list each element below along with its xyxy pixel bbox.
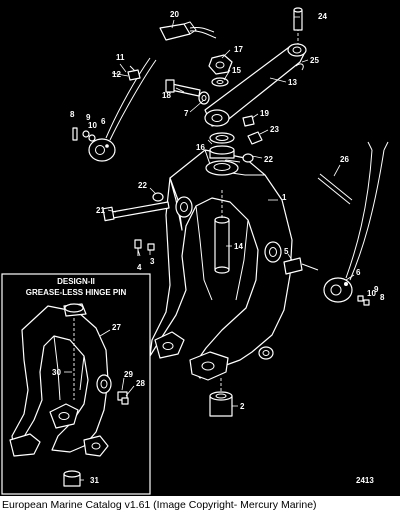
callout-6-left: 6	[101, 117, 106, 126]
callout-13: 13	[288, 78, 297, 87]
long-bolt	[102, 201, 170, 222]
callout-25: 25	[310, 56, 319, 65]
callout-1: 1	[282, 193, 287, 202]
bushing-lower	[209, 378, 233, 417]
callout-14: 14	[234, 242, 243, 251]
bushing-hole	[215, 135, 229, 141]
gimbal-housing	[149, 149, 293, 381]
callout-19: 19	[260, 109, 269, 118]
bolt	[165, 79, 201, 97]
exploded-parts-diagram: DESIGN-II GREASE-LESS HINGE PIN	[0, 0, 400, 496]
washer	[82, 130, 90, 138]
callout-8-right: 8	[380, 293, 385, 302]
steering-lever	[204, 28, 307, 127]
callout-4: 4	[137, 263, 142, 272]
callout-24: 24	[318, 12, 327, 21]
callout-2: 2	[240, 402, 245, 411]
inset-design-ii: DESIGN-II GREASE-LESS HINGE PIN	[1, 273, 151, 495]
callout-31: 31	[90, 476, 99, 485]
inset-title-subtitle: GREASE-LESS HINGE PIN	[26, 288, 127, 297]
washer	[242, 153, 254, 163]
callout-18: 18	[162, 91, 171, 100]
callout-9-right: 9	[374, 285, 379, 294]
callout-26: 26	[340, 155, 349, 164]
callout-21: 21	[96, 206, 105, 215]
callout-16: 16	[196, 143, 205, 152]
stud	[283, 257, 319, 275]
screw	[147, 243, 155, 251]
callout-labels: 1 2 3 4 5 6 6 7 8 8 9 9 10 10 11 12 13 1…	[52, 10, 385, 485]
callout-11: 11	[116, 53, 125, 62]
callout-8-left: 8	[70, 110, 75, 119]
callout-23: 23	[270, 125, 279, 134]
callout-10-right: 10	[367, 289, 376, 298]
inset-title-design: DESIGN-II	[57, 277, 95, 286]
callout-30: 30	[52, 368, 61, 377]
callout-9-left: 9	[86, 113, 91, 122]
hinge-pin	[214, 190, 230, 274]
callout-28: 28	[136, 379, 145, 388]
image-caption: European Marine Catalog v1.61 (Image Cop…	[2, 499, 317, 511]
callout-20: 20	[170, 10, 179, 19]
callout-29: 29	[124, 370, 133, 379]
leader-lines	[64, 16, 355, 481]
callout-10-left: 10	[88, 121, 97, 130]
nut	[208, 54, 233, 75]
callout-22-right: 22	[264, 155, 273, 164]
screw	[134, 239, 142, 256]
spring-clip	[295, 63, 304, 71]
screw	[363, 299, 370, 306]
hose	[317, 177, 351, 205]
wedge-block	[159, 21, 217, 41]
screw	[357, 295, 364, 302]
callout-5: 5	[284, 247, 289, 256]
washer-hole	[216, 80, 224, 84]
callout-22-left: 22	[138, 181, 147, 190]
callout-3: 3	[150, 257, 155, 266]
grease-fitting	[121, 397, 129, 405]
grease-fitting	[242, 115, 255, 127]
grease-fitting	[247, 131, 263, 145]
callout-7: 7	[184, 109, 189, 118]
callout-12: 12	[112, 70, 121, 79]
diagram-reference-number: 2413	[356, 476, 374, 485]
callout-6-right: 6	[356, 268, 361, 277]
washer	[152, 192, 164, 202]
bushing-top	[209, 145, 235, 155]
washer	[88, 134, 96, 142]
trim-sender-left	[88, 57, 157, 162]
pin	[293, 7, 303, 31]
screw	[72, 127, 78, 141]
washer-hole	[201, 95, 207, 101]
diagram-canvas: DESIGN-II GREASE-LESS HINGE PIN	[1, 7, 389, 495]
callout-27: 27	[112, 323, 121, 332]
hose	[319, 173, 353, 201]
clip	[127, 69, 141, 81]
callout-17: 17	[234, 45, 243, 54]
callout-15: 15	[232, 66, 241, 75]
bushing-top	[63, 470, 81, 478]
trim-sender-right	[323, 141, 389, 303]
